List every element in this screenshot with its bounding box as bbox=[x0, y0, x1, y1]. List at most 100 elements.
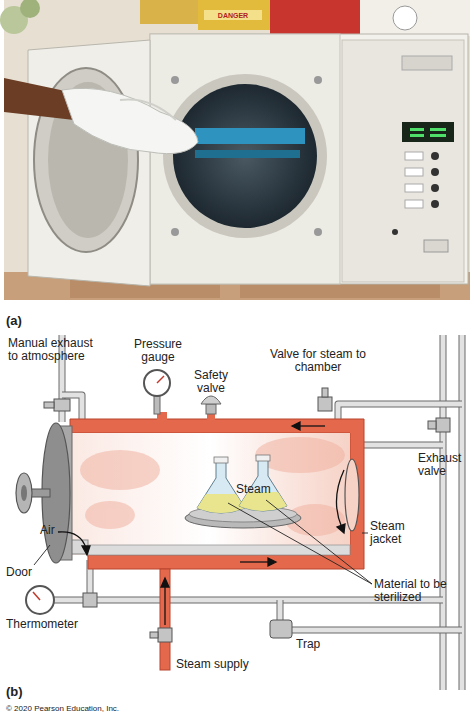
autoclave-photo bbox=[0, 0, 470, 300]
autoclave-photo bbox=[195, 128, 305, 144]
flow-arrow bbox=[268, 558, 276, 566]
flasks bbox=[214, 457, 228, 463]
part-label: Pressure gauge bbox=[124, 338, 192, 364]
flasks bbox=[197, 494, 245, 513]
flow-arrow bbox=[161, 578, 169, 587]
part-label: Thermometer bbox=[6, 618, 96, 631]
autoclave-photo bbox=[20, 0, 40, 18]
leader-line bbox=[266, 500, 372, 584]
flow-arrow bbox=[164, 585, 165, 625]
autoclave-photo bbox=[62, 88, 198, 153]
autoclave-photo bbox=[405, 168, 423, 176]
pressure-gauge bbox=[144, 370, 170, 414]
pressure-gauge bbox=[154, 396, 160, 414]
steam-jacket bbox=[70, 419, 364, 569]
thermometer bbox=[83, 593, 97, 607]
thermometer bbox=[33, 592, 40, 600]
autoclave-photo bbox=[402, 122, 454, 142]
autoclave-photo bbox=[405, 200, 423, 208]
steam-jacket bbox=[70, 412, 364, 670]
door bbox=[30, 489, 50, 497]
autoclave-photo bbox=[431, 184, 439, 192]
part-label: Exhaust valve bbox=[418, 452, 472, 478]
steam-cloud bbox=[80, 450, 160, 490]
autoclave-photo bbox=[150, 34, 468, 284]
part-label: Steam bbox=[236, 483, 286, 496]
autoclave-photo bbox=[342, 40, 464, 282]
flow-arrow bbox=[337, 524, 345, 533]
pressure-gauge bbox=[144, 370, 170, 396]
flow-arrow bbox=[58, 422, 345, 625]
autoclave-photo bbox=[140, 0, 198, 24]
pipe bbox=[460, 335, 465, 690]
pipe bbox=[440, 335, 447, 690]
flasks bbox=[185, 455, 301, 528]
pipe bbox=[280, 600, 462, 630]
part-label: Air bbox=[40, 524, 70, 537]
valve bbox=[318, 397, 332, 411]
safety-valve bbox=[201, 396, 221, 404]
pipe bbox=[54, 335, 462, 690]
valve bbox=[44, 402, 54, 408]
autoclave-photo bbox=[314, 76, 322, 84]
trap bbox=[270, 620, 292, 638]
copyright-note: © 2020 Pearson Education, Inc. bbox=[6, 704, 226, 714]
autoclave-photo bbox=[204, 10, 262, 20]
autoclave-photo bbox=[4, 78, 74, 120]
part-label: Steam jacket bbox=[370, 520, 420, 546]
door bbox=[21, 485, 27, 501]
safety-valve bbox=[206, 404, 216, 414]
leader-line bbox=[34, 500, 372, 584]
autoclave-photo bbox=[410, 128, 424, 131]
panel-letter: (b) bbox=[6, 684, 36, 699]
pipe bbox=[362, 443, 443, 448]
autoclave-photo bbox=[150, 34, 340, 284]
autoclave-photo bbox=[171, 76, 179, 84]
autoclave-photo bbox=[402, 56, 452, 70]
autoclave-photo bbox=[120, 99, 176, 120]
part-label: Trap bbox=[296, 638, 336, 651]
warning-text: DANGER bbox=[204, 11, 262, 20]
autoclave-photo bbox=[4, 0, 470, 300]
autoclave-photo bbox=[405, 152, 423, 160]
autoclave-photo bbox=[392, 229, 398, 235]
autoclave-photo bbox=[198, 0, 270, 30]
pipe bbox=[280, 600, 462, 630]
autoclave-photo bbox=[410, 134, 424, 137]
flow-arrow bbox=[292, 422, 300, 430]
flasks bbox=[256, 455, 270, 461]
valve bbox=[158, 628, 172, 642]
part-label: Manual exhaust to atmosphere bbox=[8, 337, 104, 363]
door bbox=[16, 423, 72, 563]
pressure-gauge bbox=[157, 376, 164, 383]
part-label: Steam supply bbox=[176, 658, 266, 671]
autoclave-photo bbox=[430, 128, 446, 131]
leader-line bbox=[362, 533, 368, 534]
autoclave-photo bbox=[424, 240, 448, 252]
part-label: Valve for steam to chamber bbox=[266, 348, 370, 374]
valve bbox=[54, 399, 70, 411]
steam-jacket bbox=[70, 433, 350, 555]
leader-line bbox=[228, 503, 372, 584]
autoclave-photo bbox=[393, 6, 417, 30]
autoclave-photo bbox=[314, 228, 322, 236]
part-label: Safety valve bbox=[186, 369, 236, 395]
pipe bbox=[459, 335, 466, 690]
trap bbox=[270, 620, 292, 638]
autoclave-photo bbox=[431, 200, 439, 208]
autoclave-photo bbox=[28, 40, 150, 286]
autoclave-photo bbox=[431, 152, 439, 160]
autoclave-photo bbox=[163, 74, 327, 238]
autoclave-photo bbox=[270, 0, 360, 36]
steam-jacket bbox=[160, 569, 170, 670]
autoclave-photo bbox=[405, 184, 423, 192]
leader-line bbox=[34, 545, 50, 565]
thermometer bbox=[26, 586, 54, 614]
steam-jacket bbox=[345, 459, 359, 531]
flow-arrow bbox=[82, 546, 90, 555]
autoclave-photo bbox=[431, 168, 439, 176]
steam-cloud bbox=[80, 437, 345, 536]
autoclave-photo bbox=[360, 0, 470, 36]
valve bbox=[428, 421, 436, 429]
